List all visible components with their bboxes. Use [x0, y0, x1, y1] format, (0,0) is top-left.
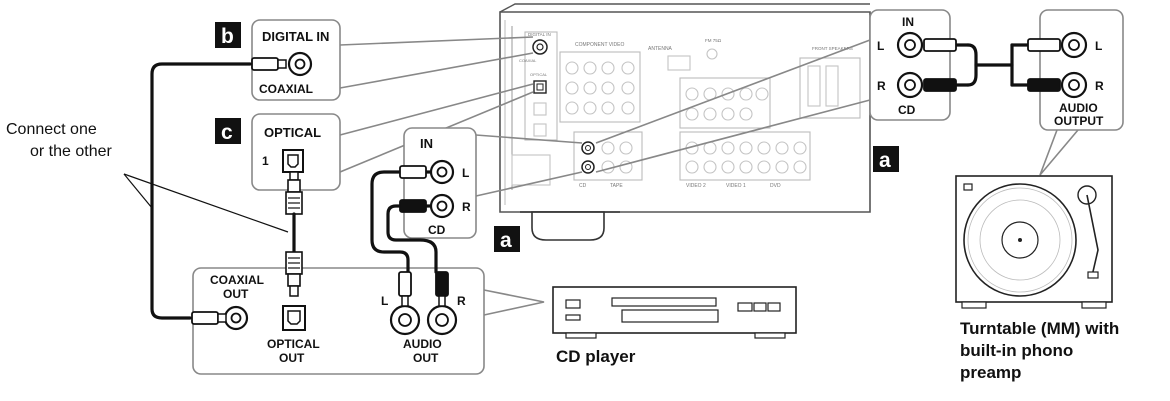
cd-player: [552, 286, 797, 339]
audio-out-l-label: L: [381, 294, 388, 308]
receiver-front-speakers-label: FRONT SPEAKERS: [812, 46, 853, 51]
turntable: [955, 175, 1113, 309]
av-jacks-bottom: [685, 141, 807, 174]
cd-in-l-label: L: [462, 166, 469, 180]
optical-label: OPTICAL: [264, 125, 321, 140]
receiver-coaxial-label: COAXIAL: [519, 58, 537, 63]
cd-in-r-label: R: [462, 200, 471, 214]
receiver-tape-label: TAPE: [610, 183, 623, 189]
marker-a-cd-label: a: [500, 229, 512, 252]
coaxial-cable: [150, 57, 287, 325]
receiver-fm-label: FM 75Ω: [705, 38, 722, 43]
coaxial-out-label-1: COAXIAL: [210, 273, 264, 287]
audio-output-label-1: AUDIO: [1059, 101, 1098, 115]
connect-one-label-line1: Connect one: [6, 121, 97, 138]
tt-in-cd-label: CD: [898, 103, 916, 117]
tt-out-r-label: R: [1095, 79, 1104, 93]
analog-audio-cable: [370, 165, 449, 307]
component-video-jacks: [565, 61, 635, 115]
marker-a-turntable-label: a: [879, 149, 891, 172]
marker-a-cd: [494, 226, 520, 252]
coaxial-label: COAXIAL: [259, 82, 313, 96]
cd-player-label: CD player: [556, 347, 636, 366]
optical-cable: [285, 171, 303, 297]
receiver-video1-label: VIDEO 1: [726, 183, 746, 189]
turntable-label-line2: built-in phono: [960, 341, 1073, 360]
optical-out-label-2: OUT: [279, 351, 305, 365]
panel-turntable-audio-output: L R AUDIO OUTPUT: [1039, 9, 1124, 131]
audio-out-label-1: AUDIO: [403, 337, 442, 351]
receiver-component-video-label: COMPONENT VIDEO: [575, 42, 624, 48]
marker-a-turntable: [873, 146, 899, 172]
receiver-dvd-label: DVD: [770, 183, 781, 189]
panel-cd-in: IN L R CD: [403, 127, 477, 239]
tt-in-r-label: R: [877, 79, 886, 93]
coaxial-out-label-2: OUT: [223, 287, 249, 301]
audio-out-label-2: OUT: [413, 351, 439, 365]
turntable-label-line3: preamp: [960, 363, 1021, 382]
marker-c-label: c: [221, 121, 233, 144]
panel-optical: c OPTICAL 1: [215, 113, 341, 191]
cd-in-label: IN: [420, 136, 433, 151]
av-receiver-rear-panel: DIGITAL IN COAXIAL OPTICAL COMPONENT VID…: [499, 3, 871, 241]
marker-b-label: b: [221, 25, 234, 48]
tt-out-l-label: L: [1095, 39, 1102, 53]
optical-port-number: 1: [262, 154, 269, 168]
marker-b: [215, 22, 241, 48]
connect-one-pointer: [123, 173, 289, 233]
turntable-label-line1: Turntable (MM) with: [960, 319, 1119, 338]
marker-c: [215, 118, 241, 144]
receiver-digital-in-label: DIGITAL IN: [528, 32, 551, 37]
digital-in-label: DIGITAL IN: [262, 29, 329, 44]
panel-turntable-cd-in: IN L R CD: [869, 9, 951, 121]
cd-in-cd-label: CD: [428, 223, 446, 237]
tt-in-label: IN: [902, 15, 914, 29]
audio-out-r-label: R: [457, 294, 466, 308]
optical-out-label-1: OPTICAL: [267, 337, 320, 351]
panel-digital-in: b DIGITAL IN COAXIAL: [215, 19, 341, 101]
connect-one-label-line2: or the other: [30, 143, 113, 160]
tt-in-l-label: L: [877, 39, 884, 53]
receiver-antenna-label: ANTENNA: [648, 46, 673, 52]
receiver-optical-label: OPTICAL: [530, 72, 548, 77]
audio-output-label-2: OUTPUT: [1054, 114, 1104, 128]
turntable-cable: [923, 38, 1061, 92]
receiver-video2-label: VIDEO 2: [686, 183, 706, 189]
receiver-cd-label: CD: [579, 183, 587, 189]
